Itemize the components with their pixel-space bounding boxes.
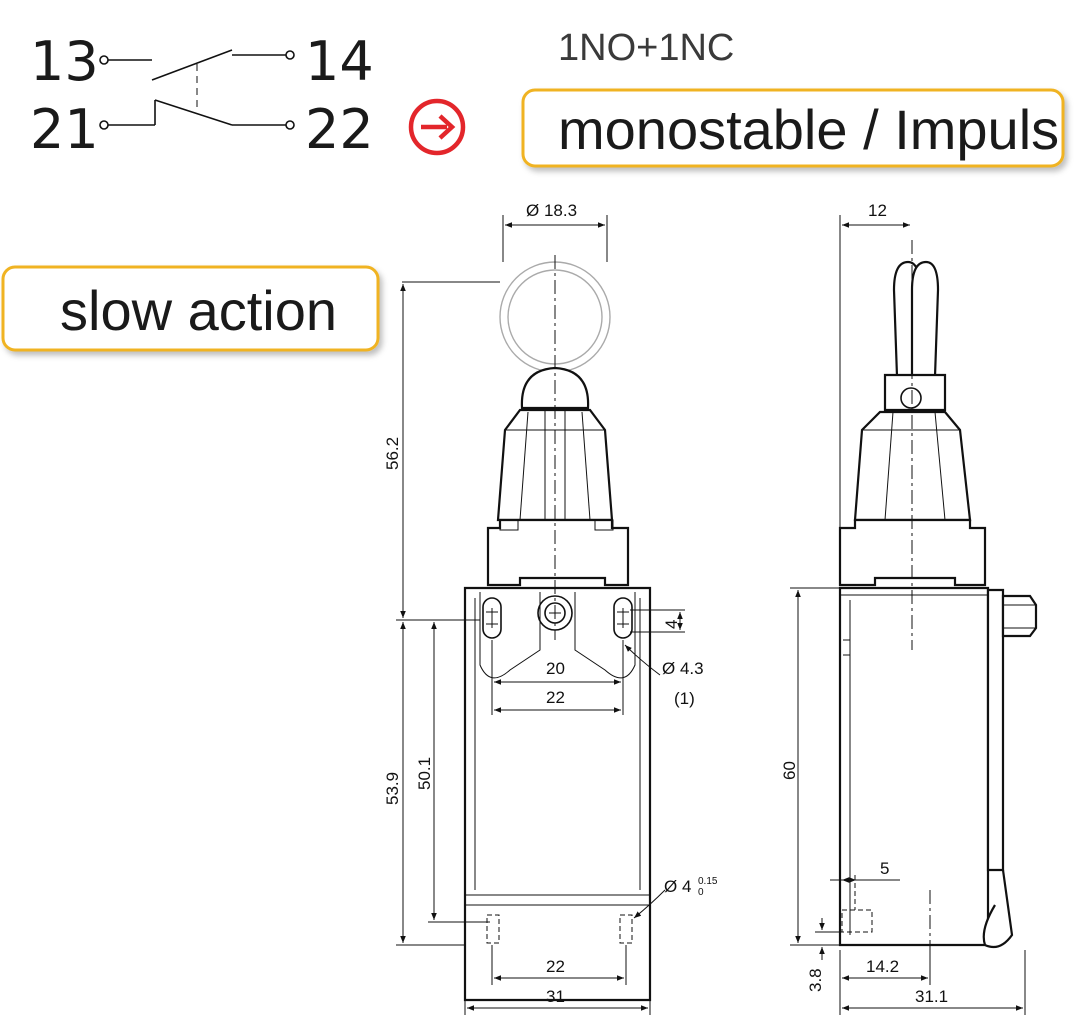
terminal-22-label: 22 — [305, 98, 374, 161]
hole-diameter-dim: Ø 4.3 — [662, 659, 704, 678]
note-reference: (1) — [674, 689, 695, 708]
contact-config-label: 1NO+1NC — [558, 27, 734, 69]
ring-offset-dim: 12 — [868, 201, 887, 220]
pin-offset-dim: 5 — [880, 859, 889, 878]
mount-height-dim: 50.1 — [415, 757, 434, 790]
pin-tolerance-upper: 0.15 — [698, 876, 718, 887]
terminal-13-label: 13 — [30, 30, 99, 93]
body-depth-dim: 31.1 — [915, 987, 948, 1006]
pin-tolerance-lower: 0 — [698, 887, 704, 898]
pin-position-dim: 14.2 — [866, 957, 899, 976]
slow-action-badge-text: slow action — [60, 279, 337, 342]
ring-diameter-dim: Ø 18.3 — [526, 201, 577, 220]
side-body-height-dim: 60 — [780, 761, 799, 780]
contact-symbol: 13 21 14 22 — [30, 30, 374, 161]
body-width-dim: 31 — [546, 987, 565, 1006]
side-view: 12 60 5 3.8 14.2 31.1 — [780, 201, 1038, 1015]
slow-action-badge: slow action — [1, 265, 380, 352]
hole-spacing-outer-dim: 22 — [546, 688, 565, 707]
hole-spacing-inner-dim: 20 — [546, 659, 565, 678]
monostable-badge: monostable / Impuls — [521, 88, 1065, 168]
positive-opening-arrow-icon — [408, 98, 466, 156]
pin-height-dim: 3.8 — [806, 968, 825, 992]
actuator-height-dim: 56.2 — [383, 437, 402, 470]
terminal-21-label: 21 — [30, 98, 99, 161]
front-view: Ø 18.3 56.2 53.9 50.1 20 22 4 Ø 4.3 (1) … — [383, 201, 718, 1015]
terminal-14-label: 14 — [305, 30, 374, 93]
bottom-hole-spacing-dim: 22 — [546, 957, 565, 976]
body-height-dim: 53.9 — [383, 772, 402, 805]
pin-diameter-dim: Ø 4 — [664, 877, 691, 896]
monostable-badge-text: monostable / Impuls — [558, 98, 1059, 161]
slot-length-dim: 4 — [662, 620, 681, 629]
